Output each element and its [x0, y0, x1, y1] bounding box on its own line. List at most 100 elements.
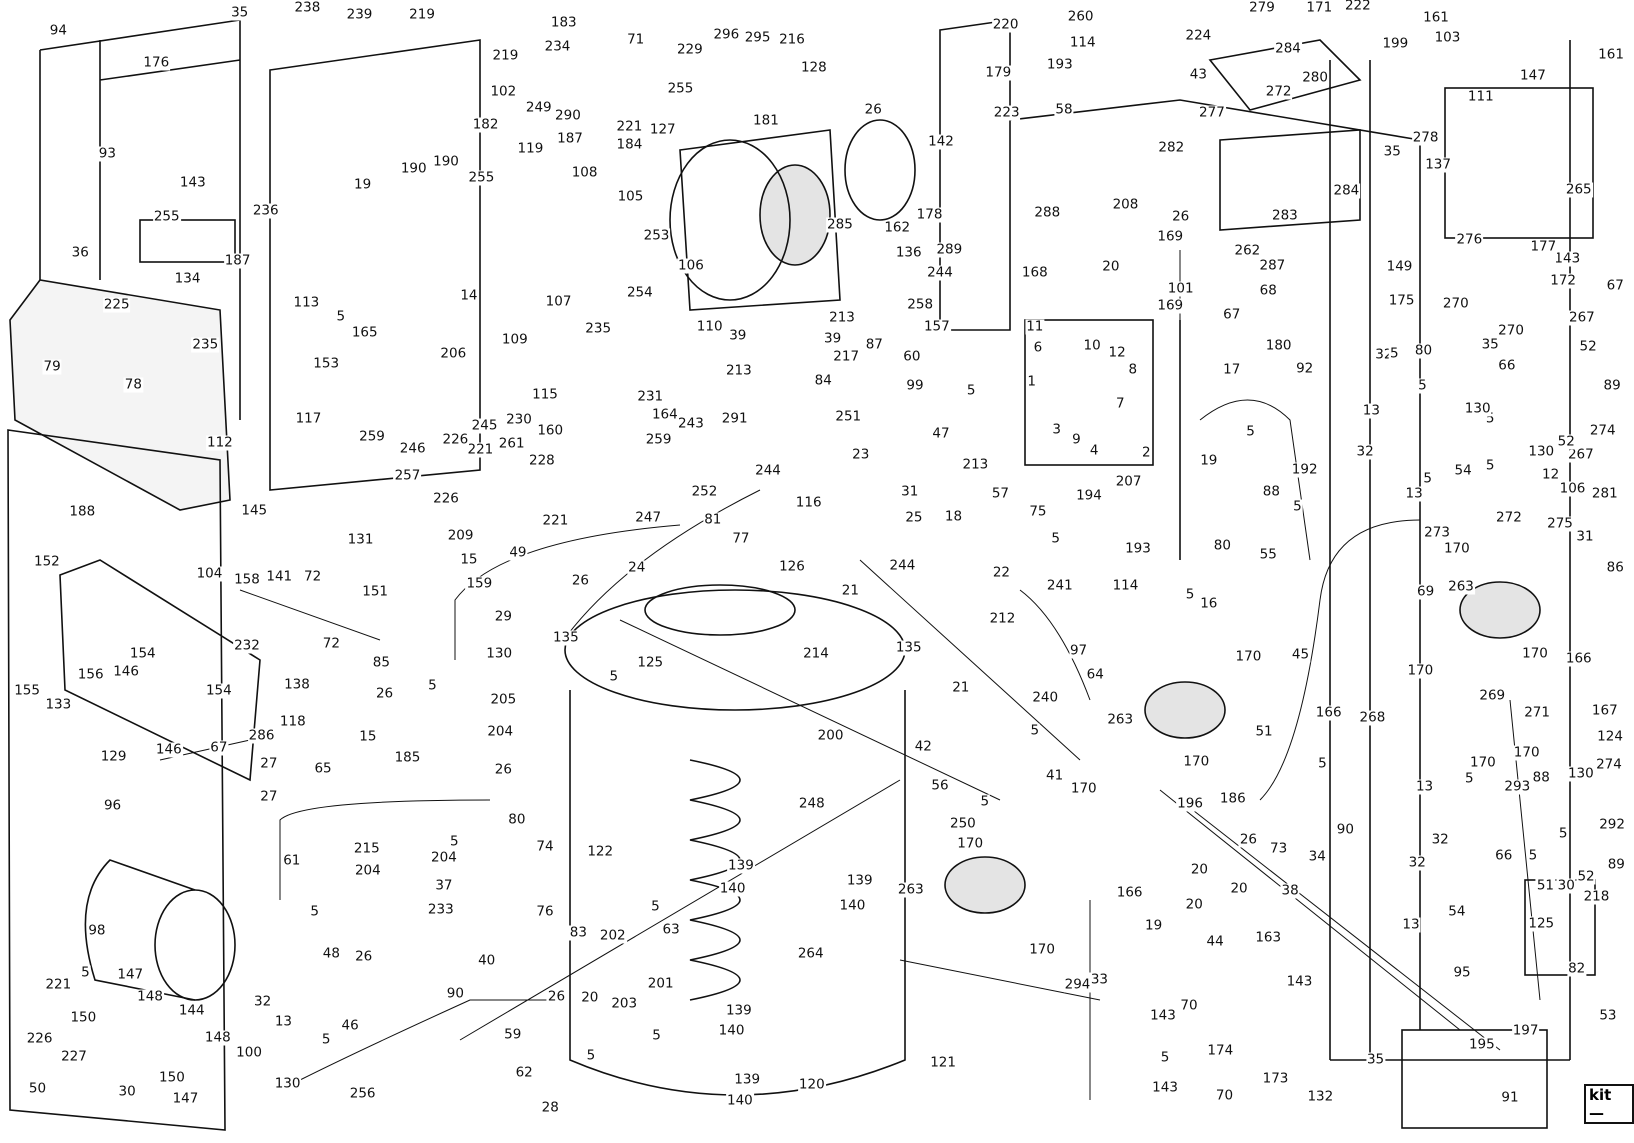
part-number-label: 129: [99, 748, 128, 765]
part-number-label: 88: [1261, 483, 1281, 500]
part-number-label: 218: [1582, 888, 1611, 905]
part-number-label: 172: [1549, 272, 1578, 289]
part-number-label: 28: [540, 1099, 560, 1116]
part-number-label: 92: [1295, 360, 1315, 377]
inset-sensor: [1024, 319, 1154, 466]
kit-badge: kit —: [1584, 1084, 1634, 1124]
part-number-label: 258: [906, 296, 935, 313]
part-number-label: 121: [929, 1054, 957, 1071]
part-number-label: 283: [1271, 207, 1299, 224]
part-number-label: 272: [1495, 509, 1523, 526]
part-number-label: 167: [1590, 702, 1619, 719]
part-number-label: 26: [374, 685, 395, 702]
part-number-label: 212: [988, 610, 1017, 627]
part-number-label: 12: [1107, 344, 1127, 361]
part-number-label: 5: [1245, 423, 1256, 440]
part-number-label: 15: [459, 551, 479, 568]
part-number-label: 150: [69, 1009, 98, 1026]
part-number-label: 263: [1106, 711, 1135, 728]
part-number-label: 3: [1051, 421, 1062, 438]
part-number-label: 183: [549, 14, 578, 31]
part-number-label: 5: [335, 308, 347, 325]
part-number-label: 226: [25, 1030, 54, 1047]
part-number-label: 5: [585, 1047, 597, 1064]
casing-body: [7, 429, 226, 1131]
part-number-label: 239: [345, 6, 374, 23]
part-number-label: 33: [1089, 971, 1109, 988]
part-number-label: 13: [1401, 916, 1421, 933]
part-number-label: 51: [1535, 877, 1556, 894]
part-number-label: 39: [728, 327, 748, 344]
part-number-label: 5: [1417, 377, 1428, 394]
part-number-label: 32: [253, 993, 273, 1010]
part-number-label: 130: [273, 1075, 302, 1092]
part-number-label: 263: [1447, 578, 1475, 595]
part-number-label: 139: [724, 1002, 753, 1019]
inset-ignition: [139, 219, 236, 263]
part-number-label: 140: [717, 1022, 746, 1039]
part-number-label: 213: [724, 362, 753, 379]
terminal-box: [1219, 129, 1361, 231]
part-number-label: 31: [1575, 528, 1595, 545]
part-number-label: 193: [1124, 540, 1152, 557]
part-number-label: 5: [1184, 586, 1196, 603]
part-number-label: 253: [642, 227, 671, 243]
part-number-label: 259: [644, 431, 673, 448]
part-number-label: 5: [651, 1027, 662, 1044]
part-number-label: 209: [446, 527, 475, 544]
part-number-label: 249: [524, 99, 553, 116]
part-number-label: 1: [1026, 373, 1037, 390]
part-number-label: 101: [1166, 280, 1195, 297]
part-number-label: 233: [426, 901, 455, 918]
part-number-label: 130: [1463, 400, 1492, 416]
right-frame: [1329, 40, 1571, 1061]
exchanger-port: [669, 139, 791, 301]
part-number-label: 13: [1414, 778, 1435, 795]
part-number-label: 42: [913, 738, 933, 755]
part-number-label: 273: [1423, 524, 1451, 540]
part-number-label: 170: [1028, 941, 1056, 958]
part-number-label: 14: [459, 287, 479, 304]
part-number-label: 170: [1469, 754, 1497, 771]
part-number-label: 219: [408, 6, 436, 23]
part-number-label: 49: [508, 544, 528, 561]
part-number-label: 228: [527, 452, 556, 469]
part-number-label: 220: [991, 16, 1020, 33]
part-number-label: 5: [1422, 470, 1433, 487]
part-number-label: 5: [80, 964, 91, 981]
part-number-label: 221: [541, 512, 570, 529]
part-number-label: 153: [312, 355, 341, 372]
part-number-label: 133: [44, 696, 73, 713]
part-number-label: 286: [247, 727, 276, 744]
part-number-label: 98: [87, 922, 107, 939]
part-number-label: 158: [233, 571, 261, 588]
part-number-label: 5: [1527, 847, 1539, 864]
part-number-label: 141: [265, 568, 294, 585]
part-number-label: 52: [1556, 433, 1576, 450]
part-number-label: 170: [1521, 645, 1549, 662]
part-number-label: 114: [1111, 577, 1140, 594]
part-number-label: 26: [546, 988, 567, 1005]
part-number-label: 132: [1306, 1088, 1335, 1105]
part-number-label: 5: [965, 382, 977, 399]
part-number-label: 19: [1144, 917, 1164, 934]
part-number-label: 180: [1264, 337, 1293, 354]
part-number-label: 148: [136, 988, 164, 1005]
part-number-label: 27: [259, 788, 279, 805]
part-number-label: 135: [894, 639, 923, 656]
part-number-label: 10: [1082, 337, 1102, 354]
part-number-label: 243: [677, 415, 705, 432]
part-number-label: 32: [1374, 346, 1394, 363]
part-number-label: 276: [1455, 231, 1484, 248]
part-number-label: 6: [1032, 339, 1044, 356]
part-number-label: 244: [926, 264, 954, 281]
part-number-label: 31: [900, 483, 920, 500]
part-number-label: 25: [904, 509, 924, 526]
part-number-label: 113: [292, 294, 321, 311]
part-number-label: 109: [500, 331, 529, 348]
flue-box: [939, 19, 1011, 331]
part-number-label: 294: [1063, 976, 1092, 993]
part-number-label: 74: [535, 838, 555, 855]
part-number-label: 155: [13, 682, 41, 699]
